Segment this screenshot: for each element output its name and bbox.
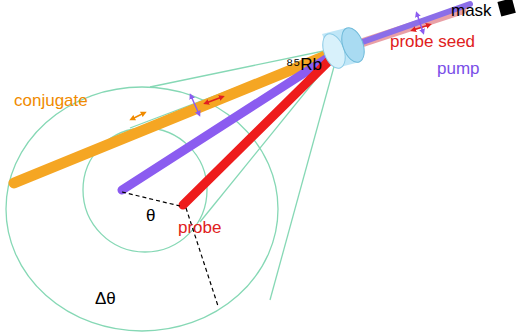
cell-label: ⁸⁵Rb bbox=[286, 56, 322, 75]
mask-label: mask bbox=[451, 2, 492, 21]
pump-label: pump bbox=[437, 60, 480, 79]
rb-cell bbox=[318, 25, 368, 72]
mask-block bbox=[497, 0, 515, 17]
angle-label: θ bbox=[146, 207, 155, 226]
probe-label: probe bbox=[178, 219, 221, 238]
cone-outline bbox=[6, 48, 338, 331]
cone-angle-label: Δθ bbox=[95, 290, 116, 309]
conjugate-label: conjugate bbox=[14, 92, 88, 111]
polarization-arrows bbox=[132, 14, 429, 119]
angle-markers bbox=[122, 192, 218, 306]
probe-seed-label: probe seed bbox=[390, 33, 475, 52]
